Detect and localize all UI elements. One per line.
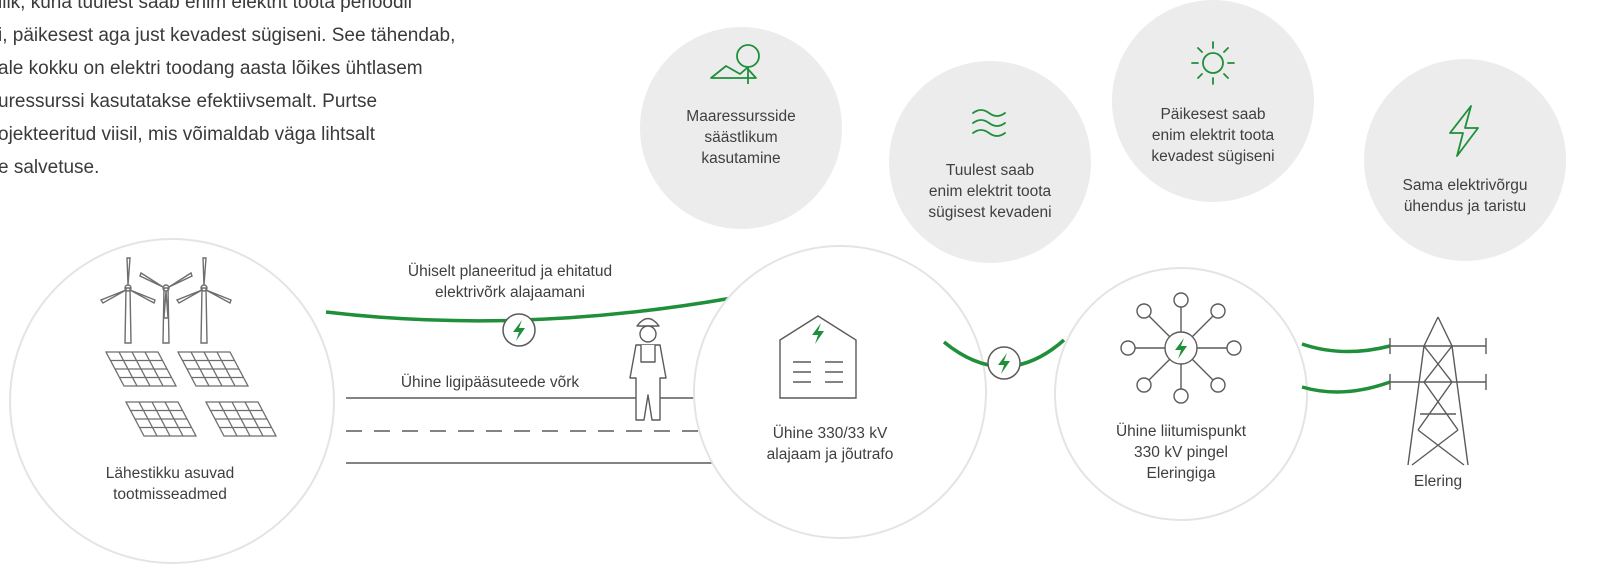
benefit-circle-wind — [889, 61, 1091, 263]
intro-paragraph: ilik, kuna tuulest saab enim elektrit to… — [0, 0, 638, 184]
grid-label-line: elektrivõrk alajaamani — [435, 284, 585, 301]
intro-line: i, päikesest aga just kevadest sügiseni.… — [0, 25, 456, 46]
production-label-line: Lähestikku asuvad — [105, 465, 235, 482]
substation-circle — [693, 245, 987, 539]
intro-line: uressurssi kasutatakse efektiivsemalt. P… — [0, 91, 378, 112]
benefit-label-wind: Tuulest saab enim elektrit toota sügises… — [900, 160, 1080, 223]
benefit-label-line: Tuulest saab — [945, 162, 1035, 179]
benefit-label-line: kasutamine — [701, 150, 781, 167]
production-label: Lähestikku asuvad tootmisseadmed — [80, 463, 260, 505]
sun-icon — [1191, 41, 1235, 85]
pylon-icon — [1389, 316, 1487, 466]
substation-label-line: Ühine 330/33 kV — [772, 425, 888, 442]
intro-line: e salvetuse. — [0, 157, 100, 178]
benefit-label-grid: Sama elektrivõrgu ühendus ja taristu — [1365, 175, 1565, 217]
transmission-line-lower — [1301, 380, 1391, 394]
benefit-label-line: säästlikum — [704, 129, 778, 146]
lightning-badge — [987, 346, 1021, 380]
substation-bolt-icon — [812, 323, 824, 344]
benefit-label-line: enim elektrit toota — [1151, 127, 1275, 144]
solar-panel-icon — [104, 351, 278, 437]
benefit-label-land: Maaressursside säästlikum kasutamine — [651, 106, 831, 169]
production-label-line: tootmisseadmed — [113, 486, 227, 503]
benefit-label-sun: Päikesest saab enim elektrit toota kevad… — [1123, 104, 1303, 167]
grid-label: Ühiselt planeeritud ja ehitatud elektriv… — [360, 261, 660, 303]
connection-label-line: 330 kV pingel — [1134, 444, 1228, 461]
worker-icon — [629, 317, 667, 421]
connection-label: Ühine liitumispunkt 330 kV pingel Elerin… — [1091, 421, 1271, 484]
connection-hub-icon — [1120, 292, 1242, 404]
production-circle — [9, 238, 335, 564]
substation-label-line: alajaam ja jõutrafo — [766, 446, 894, 463]
road-label-text: Ühine ligipääsuteede võrk — [400, 374, 580, 391]
connection-label-line: Ühine liitumispunkt — [1115, 423, 1247, 440]
benefit-label-line: enim elektrit toota — [928, 183, 1052, 200]
benefit-circle-grid — [1364, 59, 1566, 261]
transmission-line-upper — [1301, 342, 1391, 354]
benefit-label-line: sügisest kevadeni — [928, 204, 1052, 221]
benefit-label-line: kevadest sügiseni — [1151, 148, 1275, 165]
intro-line: ale kokku on elektri toodang aasta lõike… — [0, 58, 423, 79]
lightning-icon — [1449, 105, 1479, 157]
benefit-label-line: Päikesest saab — [1160, 106, 1266, 123]
substation-icon — [779, 315, 857, 399]
elering-label-text: Elering — [1413, 473, 1463, 490]
connection-label-line: Eleringiga — [1146, 465, 1216, 482]
wind-waves-icon — [972, 109, 1006, 137]
wind-turbine-icon — [99, 257, 232, 344]
benefit-label-line: Maaressursside — [686, 108, 796, 125]
land-icon — [710, 44, 760, 84]
benefit-circle-sun — [1112, 0, 1314, 202]
substation-label: Ühine 330/33 kV alajaam ja jõutrafo — [740, 423, 920, 465]
benefit-circle-land — [640, 27, 842, 229]
benefit-label-line: Sama elektrivõrgu — [1402, 177, 1528, 194]
benefit-label-line: ühendus ja taristu — [1403, 198, 1527, 215]
intro-line: ojekteeritud viisil, mis võimaldab väga … — [0, 124, 375, 145]
connection-bolt-icon — [1175, 338, 1187, 359]
lightning-badge — [502, 313, 536, 347]
road-label: Ühine ligipääsuteede võrk — [350, 372, 630, 393]
intro-line: ilik, kuna tuulest saab enim elektrit to… — [0, 0, 413, 13]
elering-label: Elering — [1378, 471, 1498, 492]
grid-label-line: Ühiselt planeeritud ja ehitatud — [407, 263, 613, 280]
